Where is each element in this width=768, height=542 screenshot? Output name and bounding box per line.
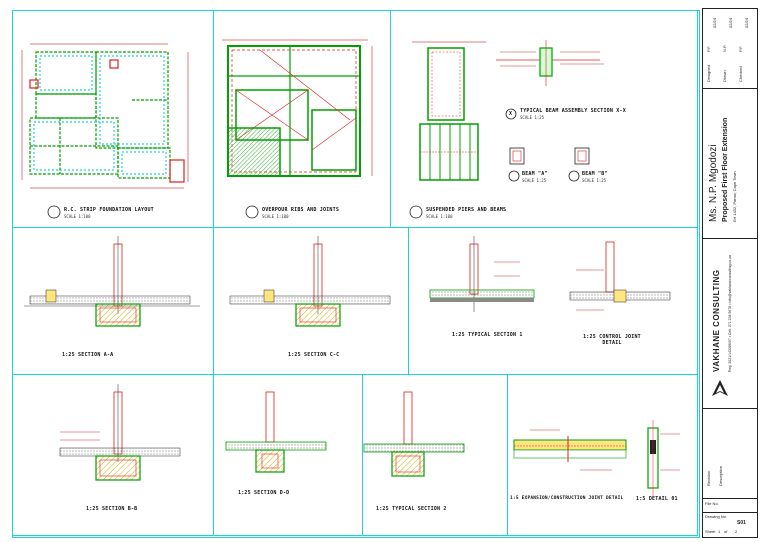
scale-beam-a: SCALE 1:25 xyxy=(522,178,547,183)
raft-plan xyxy=(21,43,189,189)
title-section-cc: 1:25 SECTION C-C xyxy=(288,352,340,358)
section-cc-drawing xyxy=(229,236,391,327)
title-block-file xyxy=(703,499,757,513)
scale-suspended-piers: SCALE 1:100 xyxy=(426,214,453,219)
scale-typical-beam: SCALE 1:25 xyxy=(520,115,545,120)
sheet-label: Sheet xyxy=(705,529,716,534)
expansion-joint-drawing xyxy=(513,429,627,471)
company-info: Reg. 2021/143286/07 • Cell: 071 234 5678… xyxy=(728,255,732,372)
title-raft-layout: R.C. STRIP FOUNDATION LAYOUT xyxy=(64,207,154,213)
title-section-dd: 1:25 SECTION D-D xyxy=(238,490,290,496)
client-name: Ms. N.P. Mgodozi xyxy=(708,144,719,222)
drawn-value: N.P. xyxy=(722,44,727,52)
designed-label: Designed xyxy=(706,65,711,82)
title-block-project xyxy=(703,89,757,239)
title-beam-a: BEAM "A" xyxy=(522,171,548,177)
section-bb-drawing xyxy=(59,384,181,481)
beam-assembly xyxy=(496,40,604,86)
title-typical-beam: TYPICAL BEAM ASSEMBLY SECTION X-X xyxy=(520,108,626,114)
file-label: File No. xyxy=(705,501,719,506)
section-aa-drawing xyxy=(24,236,200,327)
panel-expansion-joint xyxy=(507,374,698,536)
sheet-total: 2 xyxy=(735,529,738,534)
section-dd-drawing xyxy=(225,391,327,473)
typical-section-1-drawing xyxy=(429,236,535,312)
typical-section-2-drawing xyxy=(363,391,465,477)
control-joint-drawing xyxy=(569,241,671,311)
project-name: Proposed First Floor Extension xyxy=(722,117,729,222)
scale-beam-b: SCALE 1:25 xyxy=(582,178,607,183)
title-overpour-ribs: OVERPOUR RIBS AND JOINTS xyxy=(262,207,340,213)
title-expansion-joint: 1:5 EXPANSION/CONSTRUCTION JOINT DETAIL xyxy=(510,496,624,501)
piers-plan xyxy=(412,41,486,181)
title-section-bb: 1:25 SECTION B-B xyxy=(86,506,138,512)
detail-01-drawing xyxy=(647,420,680,496)
overpour-plan xyxy=(222,39,373,177)
sheet-of: of xyxy=(724,529,728,534)
company-name: VAKHANE CONSULTING xyxy=(712,269,721,372)
title-block-staff xyxy=(703,9,757,89)
project-address: Erf 1432, Parow, Cape Town xyxy=(732,171,737,222)
company-logo-icon xyxy=(712,380,728,396)
title-beam-b: BEAM "B" xyxy=(582,171,608,177)
scale-overpour-ribs: SCALE 1:100 xyxy=(262,214,289,219)
marker-typical-beam: X xyxy=(509,111,513,117)
drawn-label: Drawn xyxy=(722,70,727,82)
title-control-joint: 1:25 CONTROL JOINT DETAIL xyxy=(583,334,641,346)
checked-value: P.F. xyxy=(738,45,743,52)
title-suspended-piers: SUSPENDED PIERS AND BEAMS xyxy=(426,207,507,213)
title-block xyxy=(702,8,758,538)
title-typical-section-2: 1:25 TYPICAL SECTION 2 xyxy=(376,506,447,512)
sheet-number: 1 xyxy=(718,529,721,534)
description-label: Description xyxy=(718,465,723,486)
drawing-label: Drawing No. xyxy=(705,514,728,519)
title-block-logo xyxy=(703,239,757,409)
scale-raft-layout: SCALE 1:100 xyxy=(64,214,91,219)
designed-value: P.F. xyxy=(706,45,711,52)
title-section-aa: 1:25 SECTION A-A xyxy=(62,352,114,358)
revision-label: Revision xyxy=(706,470,711,486)
date-2: 02/24 xyxy=(728,17,733,28)
drawing-number: S01 xyxy=(737,520,746,526)
title-typical-section-1: 1:25 TYPICAL SECTION 1 xyxy=(452,332,523,338)
date-1: 02/24 xyxy=(712,17,717,28)
title-block-revisions xyxy=(703,409,757,499)
title-detail-01: 1:5 DETAIL 01 xyxy=(636,496,678,502)
date-3: 02/24 xyxy=(744,17,749,28)
checked-label: Checked xyxy=(738,66,743,82)
